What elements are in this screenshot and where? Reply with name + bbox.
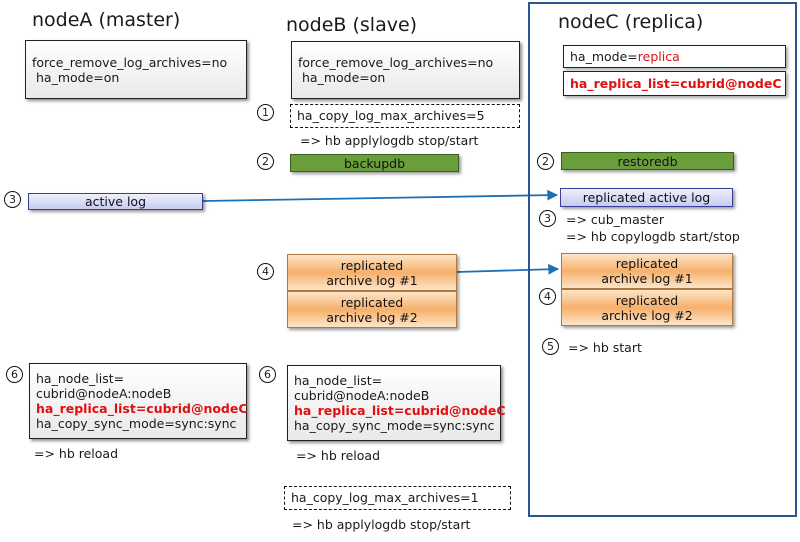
nodeC-ha-mode-box: ha_mode=replica: [563, 45, 786, 68]
config-line: ha_copy_sync_mode=sync:sync: [294, 418, 495, 433]
step-5-badge: 5: [542, 338, 559, 355]
archive-label: archive log #2: [326, 309, 418, 325]
replica-list-line: ha_replica_list=cubrid@nodeC: [36, 401, 248, 416]
config-line: ha_mode=on: [302, 70, 386, 85]
nodeA-node-list-box: ha_node_list= cubrid@nodeA:nodeB ha_repl…: [29, 363, 248, 439]
archive-log-arrow: [456, 263, 560, 275]
archive-label: replicated: [340, 294, 404, 310]
nodeC-archive-log-1: replicated archive log #1: [561, 253, 733, 289]
nodeC-replicated-active-log: replicated active log: [560, 188, 733, 207]
step-1-badge: 1: [257, 104, 274, 121]
nodeA-title: nodeA (master): [32, 9, 181, 31]
step-4-badge: 4: [539, 288, 556, 305]
nodeC-title: nodeC (replica): [558, 11, 704, 33]
nodeC-hb-start-cmd: => hb start: [568, 340, 642, 355]
nodeB-backupdb: backupdb: [290, 154, 459, 172]
config-line: cubrid@nodeA:nodeB: [36, 386, 172, 401]
replica-list-line: ha_replica_list=cubrid@nodeC: [570, 76, 782, 91]
step-4-badge: 4: [257, 263, 274, 280]
config-line: ha_node_list=: [36, 371, 125, 386]
step-6-badge: 6: [259, 366, 276, 383]
nodeB-applylog-cmd-2: => hb applylogdb stop/start: [292, 517, 471, 532]
nodeB-reload-cmd: => hb reload: [296, 448, 381, 463]
ha-mode-value: replica: [637, 49, 680, 64]
step-2-badge: 2: [537, 153, 554, 170]
nodeB-max-archives-1: ha_copy_log_max_archives=1: [284, 486, 511, 510]
nodeC-archive-log-2: replicated archive log #2: [561, 289, 733, 326]
archive-label: replicated: [615, 292, 679, 308]
config-line: ha_copy_sync_mode=sync:sync: [36, 416, 237, 431]
archive-label: replicated: [615, 256, 679, 271]
nodeC-cub-master-cmd: => cub_master: [566, 212, 664, 227]
archive-label: archive log #2: [601, 307, 693, 323]
active-log-arrow: [202, 189, 559, 202]
nodeA-reload-cmd: => hb reload: [34, 446, 119, 461]
replica-list-line: ha_replica_list=cubrid@nodeC: [294, 403, 506, 418]
nodeA-active-log: active log: [28, 193, 203, 210]
nodeA-config-box: force_remove_log_archives=no ha_mode=on: [25, 40, 247, 99]
nodeB-archive-log-2: replicated archive log #2: [287, 291, 457, 328]
archive-label: archive log #1: [601, 271, 693, 286]
config-line: force_remove_log_archives=no: [298, 55, 494, 70]
nodeB-config-box: force_remove_log_archives=no ha_mode=on: [291, 41, 520, 99]
nodeB-max-archives-5: ha_copy_log_max_archives=5: [290, 104, 520, 128]
step-3-badge: 3: [539, 210, 556, 227]
step-2-badge: 2: [257, 153, 274, 170]
step-6-badge: 6: [6, 366, 23, 383]
nodeC-copylog-cmd: => hb copylogdb start/stop: [566, 229, 740, 244]
archive-label: replicated: [340, 257, 404, 273]
ha-mode-key: ha_mode=: [570, 49, 638, 64]
step-3-badge: 3: [4, 191, 21, 208]
nodeB-node-list-box: ha_node_list= cubrid@nodeA:nodeB ha_repl…: [287, 365, 506, 441]
nodeC-restoredb: restoredb: [561, 152, 734, 170]
nodeB-archive-log-1: replicated archive log #1: [287, 254, 457, 291]
nodeC-container: [528, 2, 797, 517]
config-line: ha_mode=on: [36, 69, 120, 85]
config-line: cubrid@nodeA:nodeB: [294, 388, 430, 403]
config-line: ha_node_list=: [294, 373, 383, 388]
nodeB-title: nodeB (slave): [286, 14, 418, 36]
archive-label: archive log #1: [326, 272, 418, 288]
nodeB-applylog-cmd: => hb applylogdb stop/start: [300, 133, 479, 148]
nodeC-replica-list-box: ha_replica_list=cubrid@nodeC: [563, 71, 786, 96]
config-line: force_remove_log_archives=no: [32, 54, 228, 70]
